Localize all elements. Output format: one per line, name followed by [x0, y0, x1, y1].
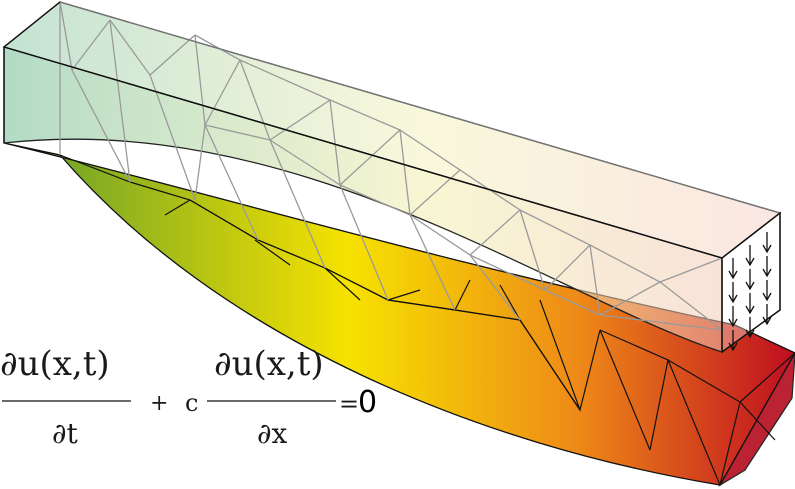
equals-sign: =: [339, 390, 359, 418]
deformed-end-face: [718, 352, 795, 487]
down-arrow-icon: [745, 293, 755, 315]
down-arrow-icon: [728, 306, 738, 328]
down-arrow-icon: [762, 232, 772, 254]
down-arrow-icon: [728, 258, 738, 280]
undeformed-side-face: [3, 46, 723, 353]
down-arrow-icon: [762, 304, 772, 326]
coefficient: c: [185, 389, 198, 417]
term1-denominator: ∂t: [52, 417, 78, 450]
down-arrow-icon: [728, 282, 738, 304]
term2-denominator: ∂x: [257, 417, 287, 450]
plus-sign: +: [150, 391, 168, 416]
down-arrow-icon: [745, 317, 755, 339]
down-arrow-icon: [762, 256, 772, 278]
term2-numerator: ∂u(x,t): [214, 344, 324, 384]
down-arrow-icon: [745, 245, 755, 267]
rhs-zero: 0: [358, 385, 377, 420]
deformed-beam: [3, 142, 795, 487]
load-arrows: [728, 232, 772, 352]
undeformed-outline: [3, 1, 781, 353]
down-arrow-icon: [728, 330, 738, 352]
down-arrow-icon: [745, 269, 755, 291]
term1-numerator: ∂u(x,t): [0, 344, 110, 384]
equation: ∂u(x,t) ∂t + c ∂u(x,t) ∂x = 0: [0, 344, 377, 450]
down-arrow-icon: [762, 280, 772, 302]
undeformed-mesh: [59, 1, 781, 331]
deformed-mesh: [59, 154, 795, 486]
